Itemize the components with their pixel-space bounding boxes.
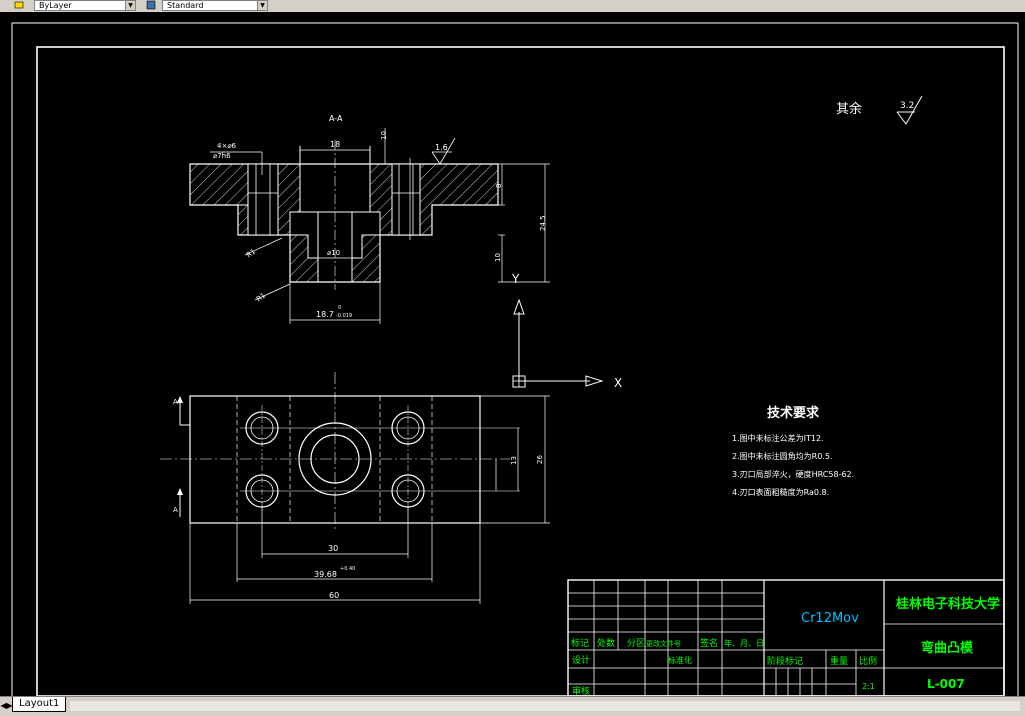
horizontal-scrollbar[interactable] (70, 701, 1020, 711)
header-cell: 标记 (571, 637, 589, 649)
layer-combo-value: ByLayer (39, 1, 72, 10)
roughness-top: 1.6 (435, 143, 448, 152)
tech-requirement-item: 2.图中未标注圆角均为R0.5. (732, 451, 832, 461)
surface-rest-label: 其余 (836, 101, 862, 117)
tech-requirements: 技术要求 1.图中未标注公差为IT12. 2.图中未标注圆角均为R0.5. 3.… (732, 405, 854, 497)
material-value: Cr12Mov (801, 611, 859, 626)
roughness-top-icon (431, 137, 456, 165)
ucs-x-label: X (614, 376, 622, 390)
review-label: 审核 (572, 685, 590, 696)
bolt-hole-left (247, 163, 279, 236)
dim-10-top: 10 (380, 131, 388, 140)
dim-24-5: 24.5 (539, 215, 547, 231)
tech-requirements-title: 技术要求 (767, 405, 820, 421)
tab-layout1[interactable]: Layout1 (12, 697, 67, 712)
tech-requirement-item: 1.图中未标注公差为IT12. (732, 433, 824, 443)
radius-2: R1 (255, 291, 267, 303)
design-label: 设计 (572, 654, 590, 666)
title-block-text: 标记 处数 分区 更改文件号 签名 年、月、日 设计 标准化 审核 阶段标记 重… (571, 596, 1000, 696)
drawing-number: L-007 (927, 677, 965, 691)
style-combo-value: Standard (167, 1, 204, 10)
dim-60: 60 (329, 591, 339, 600)
weight-label: 重量 (830, 655, 848, 667)
dim-39-68-tol: +0.40 (340, 566, 355, 572)
section-view: A-A 18 10 (189, 114, 550, 324)
text-style-icon[interactable] (146, 0, 156, 10)
ucs-icon: Y X (511, 272, 622, 390)
holes-note-2: ⌀7h6 (213, 152, 231, 160)
dim-18-7-tol-upper: 0 (338, 305, 341, 311)
university-name: 桂林电子科技大学 (895, 596, 1000, 612)
bolt-hole-right (391, 163, 421, 236)
surface-rest-value: 3.2 (900, 101, 914, 111)
roughness-symbol-icon (896, 95, 923, 125)
header-cell: 处数 (597, 637, 615, 649)
section-label: A-A (329, 114, 343, 123)
dim-8: 8 (495, 184, 503, 188)
standard-label: 标准化 (668, 655, 692, 665)
dim-13: 13 (510, 456, 518, 465)
header-cell: 更改文件号 (646, 639, 681, 648)
header-cell: 年、月、日 (724, 638, 764, 648)
dim-18-7-tol-lower: -0.019 (336, 313, 352, 319)
title-block (567, 579, 1005, 696)
dim-30: 30 (328, 544, 338, 553)
chevron-down-icon[interactable]: ▼ (257, 1, 267, 10)
layer-icon[interactable] (14, 0, 24, 10)
scale-value: 2:1 (862, 682, 875, 691)
dim-10-right: 10 (494, 253, 502, 262)
hatch-left-step (237, 204, 249, 236)
tech-requirement-item: 4.刃口表面粗糙度为Ra0.8. (732, 487, 829, 497)
holes-note-1: 4×⌀6 (217, 142, 237, 150)
dim-26: 26 (536, 455, 544, 464)
dim-39-68: 39.68 (314, 570, 337, 579)
drawing-canvas[interactable]: 其余 3.2 A-A (0, 12, 1025, 696)
dim-phi10: ⌀10 (327, 249, 340, 257)
chevron-down-icon[interactable]: ▼ (125, 1, 135, 10)
layout-tab-bar: ◀ ▶ Layout1 (0, 696, 1025, 716)
hatch-left-flange (189, 163, 249, 206)
tab-nav-right-icon[interactable]: ▶ (6, 701, 13, 710)
dim-18-7: 18.7 (316, 310, 334, 319)
cad-toolbar: ByLayer ▼ Standard ▼ (0, 0, 1025, 13)
ucs-y-label: Y (511, 272, 520, 286)
stage-label: 阶段标记 (767, 655, 803, 667)
header-cell: 分区 (627, 638, 645, 649)
tech-requirement-item: 3.刃口局部淬火，硬度HRC58-62. (732, 469, 854, 479)
section-mark-bottom: A (173, 506, 178, 514)
top-view: A A 13 26 30 39.68 +0.40 60 (160, 372, 550, 604)
style-combo[interactable]: Standard ▼ (162, 0, 268, 11)
section-mark-top: A (173, 398, 178, 406)
part-name: 弯曲凸模 (921, 640, 974, 656)
radius-1: R1 (245, 247, 257, 259)
tab-nav-left-icon[interactable]: ◀ (0, 701, 7, 710)
drawing-frame (36, 46, 1005, 696)
header-cell: 签名 (700, 637, 718, 649)
scale-label: 比例 (859, 655, 877, 667)
layer-combo[interactable]: ByLayer ▼ (34, 0, 136, 11)
